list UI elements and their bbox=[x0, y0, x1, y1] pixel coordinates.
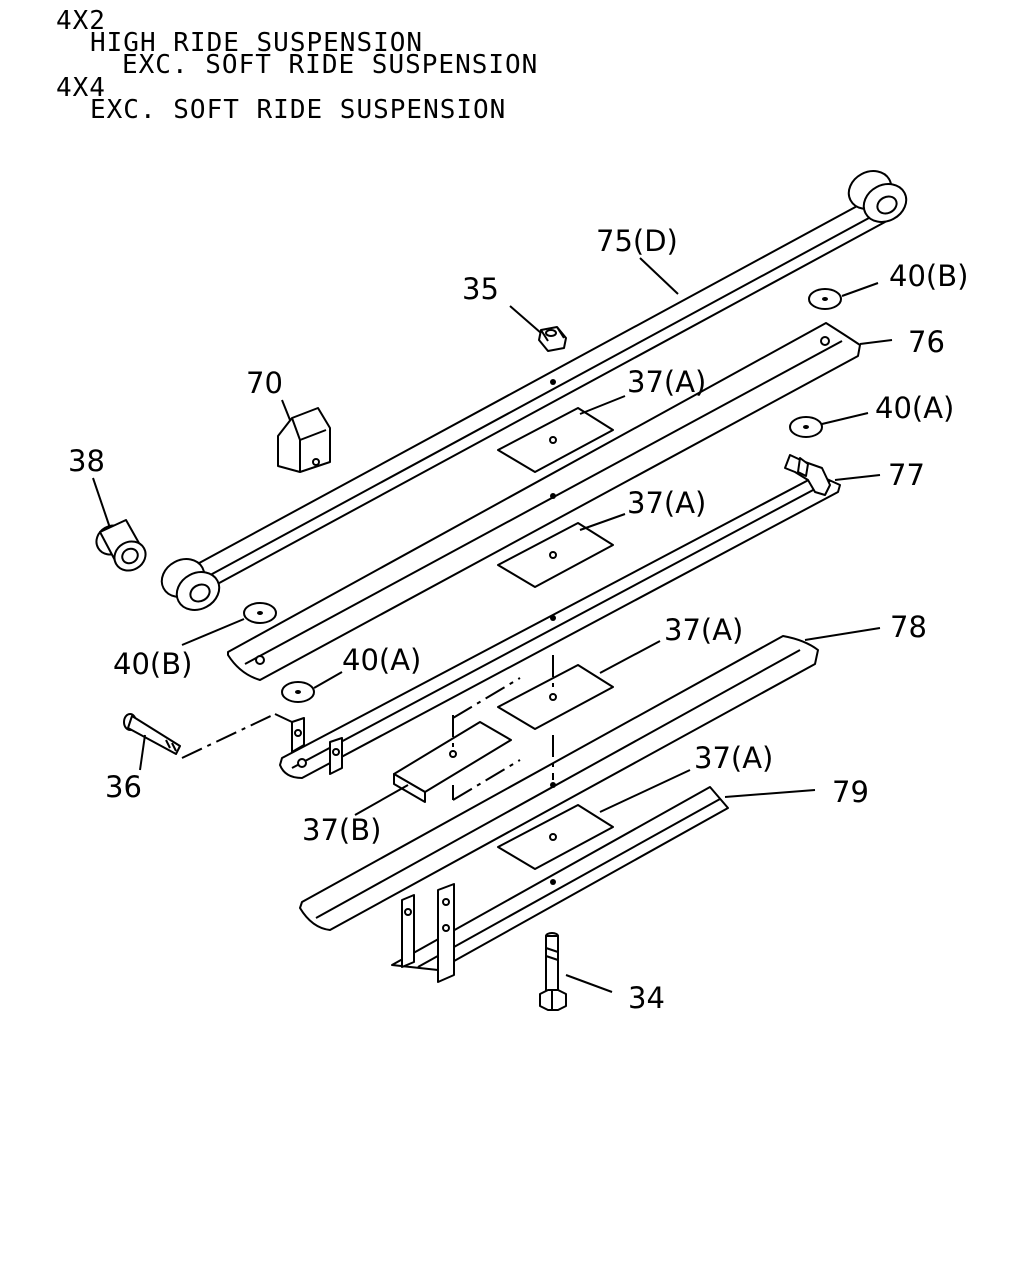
leader-lines bbox=[92, 257, 893, 993]
header-line-4x2: 4X2 bbox=[56, 6, 106, 36]
washer-40a-top bbox=[789, 416, 823, 438]
callout-78: 78 bbox=[890, 610, 927, 644]
callout-79: 79 bbox=[832, 775, 869, 809]
header-line-exc-soft-ride-2: EXC. SOFT RIDE SUSPENSION bbox=[90, 95, 507, 125]
callout-labels: 75(D) 35 40(B) 76 70 37(A) 40(A) 38 37(A… bbox=[68, 224, 968, 1015]
part-79-leaf bbox=[391, 786, 729, 983]
bolt-34 bbox=[539, 932, 567, 1011]
bolt-36 bbox=[123, 713, 181, 755]
callout-75d: 75(D) bbox=[596, 224, 678, 258]
callout-38: 38 bbox=[68, 444, 105, 478]
callout-40a-top: 40(A) bbox=[875, 391, 954, 425]
callout-70: 70 bbox=[246, 366, 283, 400]
callout-34: 34 bbox=[628, 981, 665, 1015]
callout-37b: 37(B) bbox=[302, 813, 381, 847]
insulator-37a-2 bbox=[497, 522, 614, 588]
callout-37a-3: 37(A) bbox=[664, 613, 743, 647]
callout-40a-bottom: 40(A) bbox=[342, 643, 421, 677]
bushing-38 bbox=[95, 519, 147, 572]
part-78-leaf bbox=[299, 635, 819, 931]
washer-40b-top bbox=[808, 288, 842, 310]
part-75-main-leaf bbox=[160, 170, 908, 611]
callout-35: 35 bbox=[462, 272, 499, 306]
washer-40a-bottom bbox=[281, 681, 315, 703]
insulator-37a-3 bbox=[497, 664, 614, 730]
alignment-lines bbox=[181, 655, 554, 801]
header-line-high-ride: HIGH RIDE SUSPENSION bbox=[90, 28, 424, 58]
bumper-70 bbox=[277, 407, 331, 473]
spacer-37b bbox=[393, 721, 512, 803]
insulator-37a-1 bbox=[497, 407, 614, 473]
washer-40b-bottom bbox=[243, 602, 277, 624]
callout-37a-4: 37(A) bbox=[694, 741, 773, 775]
callout-37a-2: 37(A) bbox=[627, 486, 706, 520]
callout-40b-top: 40(B) bbox=[889, 259, 968, 293]
callout-40b-bottom: 40(B) bbox=[113, 647, 192, 681]
callout-36: 36 bbox=[105, 770, 142, 804]
callout-76: 76 bbox=[908, 325, 945, 359]
insulator-37a-4 bbox=[497, 804, 614, 870]
callout-37a-1: 37(A) bbox=[627, 365, 706, 399]
header-line-4x4: 4X4 bbox=[56, 73, 106, 103]
header-line-exc-soft-ride-1: EXC. SOFT RIDE SUSPENSION bbox=[122, 50, 539, 80]
part-76-leaf bbox=[227, 322, 861, 681]
callout-77: 77 bbox=[888, 458, 925, 492]
nut-35 bbox=[538, 326, 567, 352]
part-77-leaf bbox=[279, 454, 841, 779]
